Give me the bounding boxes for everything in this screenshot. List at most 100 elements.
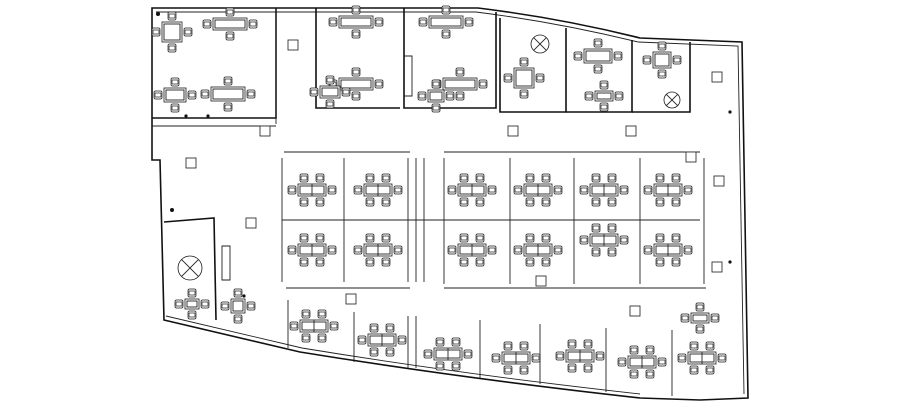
chair-seat [394, 247, 402, 253]
chair-seat [678, 355, 686, 361]
chair-seat [554, 247, 562, 253]
south-partitions [287, 300, 673, 396]
chair-seat [366, 235, 374, 241]
chair-seat [316, 199, 324, 205]
chair-seat [568, 341, 576, 347]
chair-seat [418, 93, 426, 99]
markers [156, 12, 732, 298]
desk [161, 21, 183, 43]
chair-seat [424, 351, 432, 357]
chair-seat [352, 31, 360, 37]
chair-seat [536, 75, 544, 81]
chair-seat [168, 13, 176, 19]
chair-seat [328, 187, 336, 193]
chair-seat [288, 187, 296, 193]
desk-inner [214, 19, 246, 29]
chair-seat [684, 187, 692, 193]
chair-seat [171, 79, 179, 85]
chair-seat [656, 235, 664, 241]
chair-seat [580, 187, 588, 193]
chair-seat [300, 199, 308, 205]
chair-seat [366, 175, 374, 181]
chair-seat [460, 175, 468, 181]
chair-seat [706, 367, 714, 373]
chair-seat [526, 259, 534, 265]
chair-seat [684, 247, 692, 253]
chair-seat [672, 259, 680, 265]
chair-seat [442, 7, 450, 13]
desk [652, 51, 672, 69]
chair-seat [352, 7, 360, 13]
chair-seat [594, 66, 602, 72]
chair-seat [673, 57, 681, 63]
chair-seat [370, 325, 378, 331]
chair-seat [526, 175, 534, 181]
chair-seat [375, 19, 383, 25]
chair-seat [342, 89, 350, 95]
chair-seat [476, 199, 484, 205]
chair-seat [504, 343, 512, 349]
chair-seat [436, 339, 444, 345]
chair-seat [690, 343, 698, 349]
chair-seat [375, 81, 383, 87]
chair-seat [152, 29, 160, 35]
chair-seat [608, 199, 616, 205]
chair-seat [184, 29, 192, 35]
desk-inner [654, 53, 670, 67]
desk [319, 85, 341, 99]
desk [184, 298, 200, 310]
chair-seat [476, 175, 484, 181]
chair-seat [492, 355, 500, 361]
chair-seat [646, 371, 654, 377]
chair-seat [330, 323, 338, 329]
chair-seat [542, 235, 550, 241]
table-cross [533, 37, 547, 51]
chair-seat [316, 259, 324, 265]
chair-seat [488, 187, 496, 193]
chair-seat [520, 367, 528, 373]
chair-seat [448, 247, 456, 253]
chair-seat [514, 247, 522, 253]
chair-seat [630, 371, 638, 377]
desk [338, 15, 374, 29]
chair-seat [302, 311, 310, 317]
table-cross [181, 259, 199, 277]
chair-seat [618, 359, 626, 365]
west-walls [163, 8, 277, 321]
chair-seat [504, 75, 512, 81]
desk-inner [165, 89, 185, 101]
chair-seat [318, 311, 326, 317]
chair-seat [366, 259, 374, 265]
chair-seat [326, 101, 334, 107]
chair-seat [718, 355, 726, 361]
chair-seat [554, 187, 562, 193]
chair-seat [358, 337, 366, 343]
chair-seat [300, 235, 308, 241]
chair-seat [398, 337, 406, 343]
chair-seat [168, 45, 176, 51]
chair-seat [526, 199, 534, 205]
table-cross [666, 94, 678, 106]
chair-seat [234, 316, 242, 322]
chair-seat [419, 19, 427, 25]
chair-seat [188, 312, 196, 318]
chair-seat [584, 341, 592, 347]
chair-seat [352, 93, 360, 99]
chair-seat [460, 259, 468, 265]
desk-inner [515, 69, 533, 87]
chair-seat [290, 323, 298, 329]
desk [583, 48, 613, 64]
chair-seat [464, 351, 472, 357]
chair-seat [672, 199, 680, 205]
chair-seat [600, 104, 608, 110]
chair-seat [201, 91, 209, 97]
chair-seat [446, 93, 454, 99]
chair-seat [614, 53, 622, 59]
chair-seat [681, 315, 689, 321]
chair-seat [542, 199, 550, 205]
desk [230, 298, 246, 314]
desk [163, 87, 187, 103]
chair-seat [592, 225, 600, 231]
columns [185, 39, 725, 317]
chair-seat [580, 237, 588, 243]
